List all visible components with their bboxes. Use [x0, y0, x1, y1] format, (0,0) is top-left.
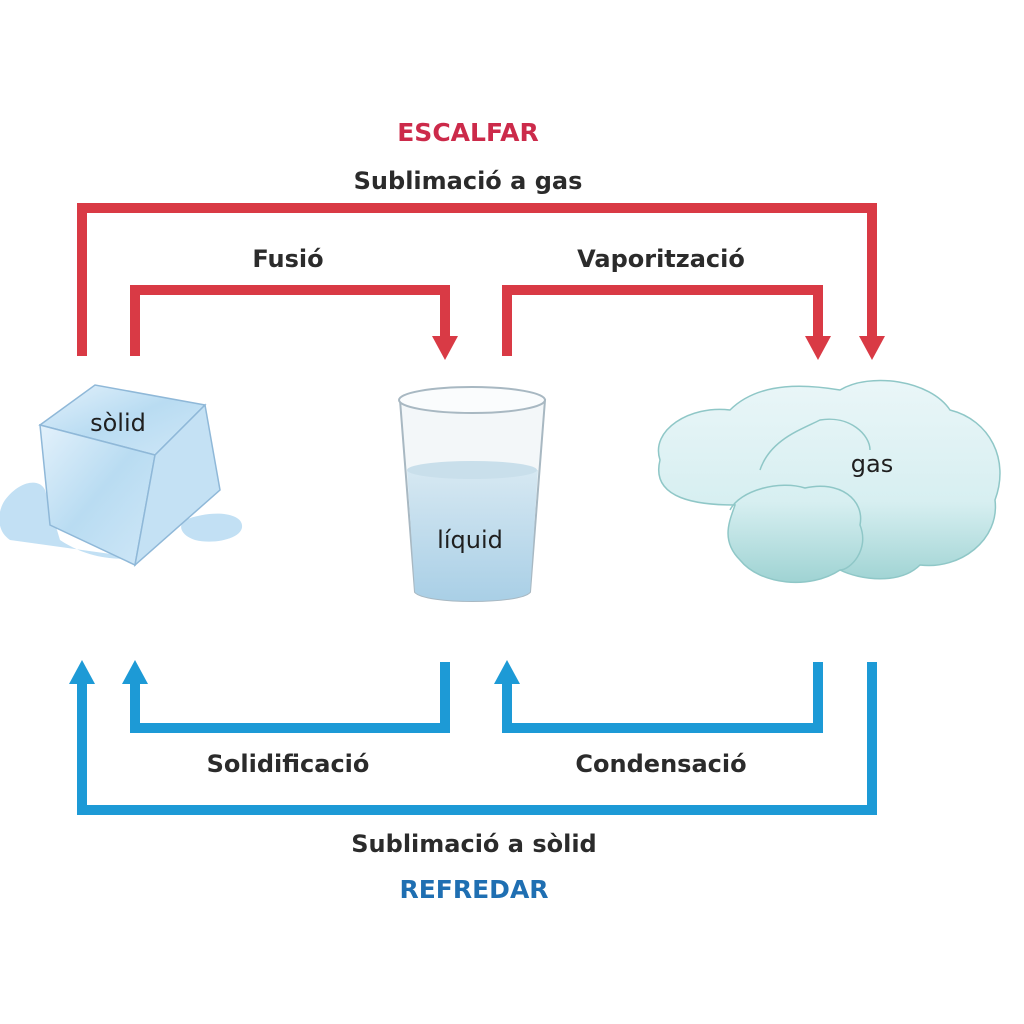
vaporization-label: Vaporització [577, 245, 745, 273]
heating-heading: ESCALFAR [397, 118, 539, 147]
sublimation-gas-label: Sublimació a gas [354, 167, 583, 195]
solidification-arrow [130, 662, 450, 733]
gas-label: gas [851, 450, 893, 478]
cooling-arrows [77, 662, 877, 815]
condensation-label: Condensació [575, 750, 746, 778]
arrowhead-icon [432, 336, 458, 360]
fusion-label: Fusió [252, 245, 323, 273]
sublimation-solid-label: Sublimació a sòlid [351, 830, 596, 858]
arrowhead-icon [494, 660, 520, 684]
ice-cube-illustration [0, 384, 243, 567]
cooling-heading: REFREDAR [399, 875, 548, 904]
arrowhead-icon [69, 660, 95, 684]
fusion-arrow [130, 285, 450, 356]
condensation-arrow [502, 662, 823, 733]
solidification-label: Solidificació [207, 750, 370, 778]
gas-cloud-illustration [657, 379, 1001, 583]
arrowhead-icon [859, 336, 885, 360]
arrowhead-icon [122, 660, 148, 684]
solid-label: sòlid [90, 409, 146, 437]
sublimation-solid-arrow [77, 662, 877, 815]
sublimation-gas-arrow [77, 203, 877, 356]
liquid-label: líquid [437, 526, 503, 554]
heating-arrows [77, 203, 877, 356]
arrowhead-icon [805, 336, 831, 360]
vaporization-arrow [502, 285, 823, 356]
glass-of-water-illustration [398, 386, 547, 602]
